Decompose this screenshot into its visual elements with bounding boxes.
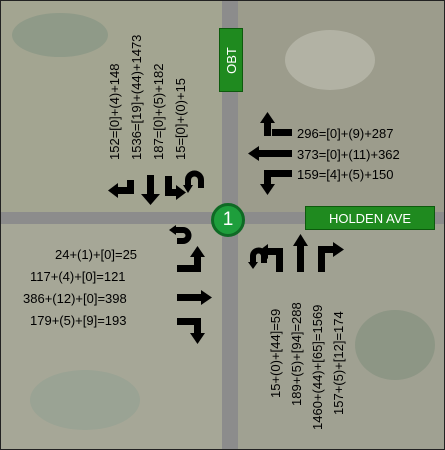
wb-right-volume: 296=[0]+(9)+287 (297, 127, 394, 140)
holden-ave-sign-text: HOLDEN AVE (329, 211, 411, 226)
eb-uturn-volume: 24+(1)+[0]=25 (55, 248, 137, 261)
sb-left-volume: 152=[0]+(4)+148 (108, 64, 121, 161)
nb-left-volume: 189+(5)+[94]=288 (290, 302, 303, 406)
obt-street-sign: OBT (219, 28, 243, 92)
holden-ave-street-sign: HOLDEN AVE (305, 206, 435, 230)
eb-left-volume: 117+(4)+[0]=121 (30, 270, 126, 283)
nb-uturn-volume: 15+(0)+[44]=59 (269, 309, 282, 398)
eb-through-volume: 386+(12)+[0]=398 (23, 292, 127, 305)
intersection-node-id: 1 (223, 209, 234, 231)
sb-right-volume: 187=[0]+(5)+182 (152, 64, 165, 161)
sb-uturn-volume: 15=[0]+(0)+15 (174, 78, 187, 160)
eb-right-volume: 179+(5)+[9]=193 (30, 314, 127, 327)
intersection-node-marker: 1 (211, 203, 245, 237)
sb-through-volume: 1536=[19]+(44)+1473 (130, 35, 143, 160)
nb-right-volume: 157+(5)+[12]=174 (332, 311, 345, 415)
wb-left-volume: 159=[4]+(5)+150 (297, 168, 394, 181)
obt-sign-text: OBT (224, 47, 239, 74)
wb-through-volume: 373=[0]+(11)+362 (297, 148, 400, 161)
nb-through-volume: 1460+(44)+[65]=1569 (311, 305, 324, 430)
